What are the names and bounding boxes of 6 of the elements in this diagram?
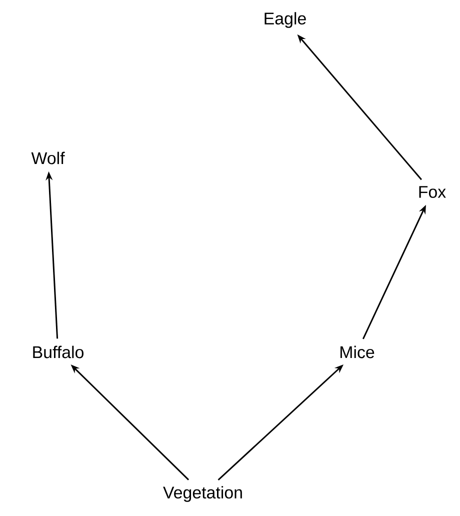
node-label: Mice xyxy=(340,346,374,358)
node-label: Wolf xyxy=(31,152,65,164)
node-label: Vegetation xyxy=(163,486,242,502)
node-label: Fox xyxy=(419,186,446,198)
node-label: Buffalo xyxy=(33,346,84,358)
node-label: Eagle xyxy=(264,12,306,28)
